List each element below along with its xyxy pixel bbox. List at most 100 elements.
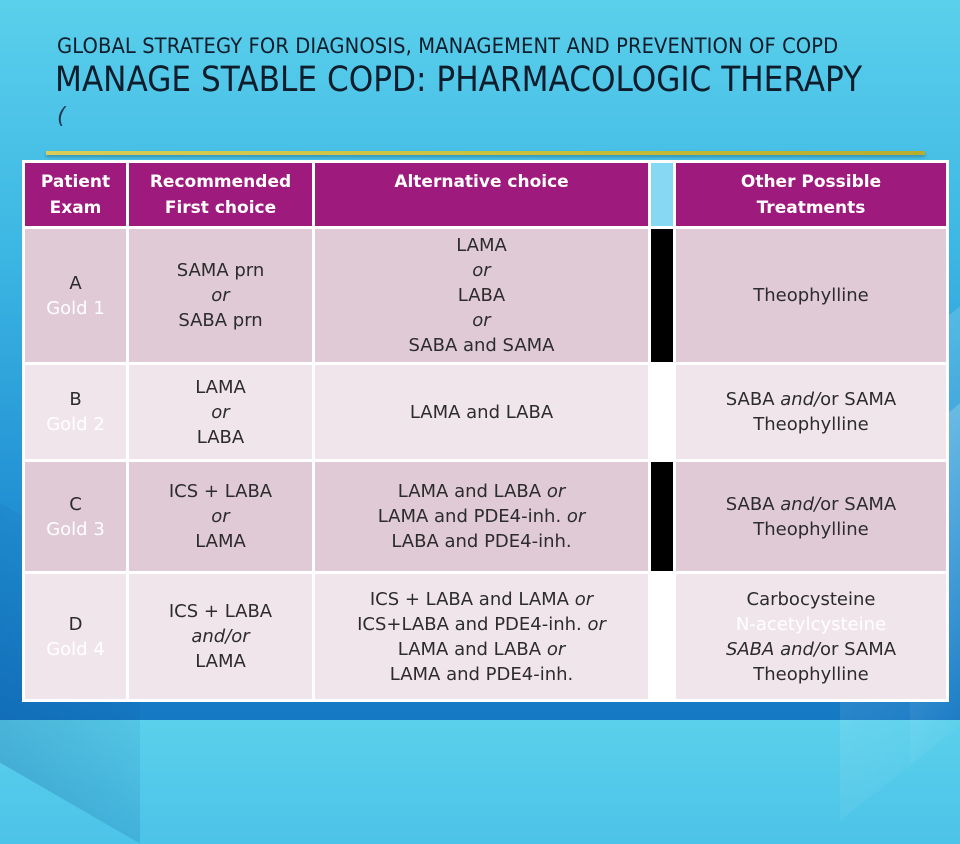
drug-text: ICS + LABA and LAMA (369, 588, 575, 610)
therapy-table: Patient Exam Recommended First choice Al… (22, 160, 949, 702)
drug-text: LAMA (195, 651, 246, 672)
drug-text: LAMA and PDE4-inh. (389, 663, 574, 685)
patient-group-cell: C Gold 3 (22, 459, 129, 574)
drug-text: Theophylline (753, 285, 869, 306)
header-alternative-choice: Alternative choice (312, 160, 651, 229)
connector-text: and/ (780, 389, 821, 410)
gap-cell (648, 362, 676, 462)
drug-text: ICS+LABA and PDE4-inh. (357, 613, 588, 635)
slide-title: MANAGE STABLE COPD: PHARMACOLOGIC THERAP… (55, 60, 863, 100)
other-treatments-cell: Carbocysteine N-acetylcysteine SABA and/… (673, 571, 949, 702)
alternative-cell: LAMA and LABA or LAMA and PDE4-inh. or L… (312, 459, 651, 574)
therapy-table-grid: Patient Exam Recommended First choice Al… (22, 160, 949, 702)
connector-text: and/ (780, 638, 820, 660)
gap-cell (648, 571, 676, 702)
drug-text: LABA (457, 285, 506, 306)
alternative-cell: LAMA and LABA (312, 362, 651, 462)
first-choice-cell: LAMA or LABA (126, 362, 315, 462)
connector-text: or (546, 481, 566, 502)
drug-text: LAMA and LABA (397, 638, 547, 660)
drug-line: LAMA and LABA or (319, 637, 644, 662)
title-underline (46, 151, 925, 155)
header-gap (648, 160, 676, 229)
drug-text: LABA and PDE4-inh. (391, 531, 572, 552)
header-other-treatments: Other Possible Treatments (673, 160, 949, 229)
gap-cell (648, 226, 676, 365)
other-treatments-cell: SABA and/or SAMA Theophylline (673, 362, 949, 462)
other-treatments-cell: SABA and/or SAMA Theophylline (673, 459, 949, 574)
drug-line: LAMA and LABA or (319, 479, 644, 504)
patient-group-cell: D Gold 4 (22, 571, 129, 702)
drug-text: or SAMA (820, 389, 897, 410)
drug-text: LAMA and LABA (409, 401, 554, 423)
first-choice-cell: ICS + LABA and/or LAMA (126, 571, 315, 702)
group-letter: D (68, 613, 83, 635)
alternative-cell: ICS + LABA and LAMA or ICS+LABA and PDE4… (312, 571, 651, 702)
first-choice-cell: ICS + LABA or LAMA (126, 459, 315, 574)
drug-text: LABA (196, 426, 245, 448)
gold-stage: Gold 2 (46, 414, 105, 435)
drug-line: SABA and/or SAMA (680, 387, 942, 412)
drug-text: LAMA and PDE4-inh. (377, 506, 567, 527)
connector-text: or (472, 260, 491, 281)
connector-text: or (587, 613, 606, 635)
drug-text: Theophylline (753, 663, 869, 685)
slide-subtitle: GLOBAL STRATEGY FOR DIAGNOSIS, MANAGEMEN… (57, 34, 839, 58)
header-text: Exam (49, 197, 102, 218)
patient-group-cell: B Gold 2 (22, 362, 129, 462)
table-row-c: C Gold 3 ICS + LABA or LAMA LAMA and LAB… (22, 459, 949, 574)
drug-text: Carbocysteine (746, 588, 876, 610)
table-row-d: D Gold 4 ICS + LABA and/or LAMA ICS + LA… (22, 571, 949, 702)
drug-text: SABA (725, 493, 781, 515)
connector-text: or (211, 285, 230, 306)
drug-text: LAMA (195, 376, 246, 398)
first-choice-cell: SAMA prn or SABA prn (126, 226, 315, 365)
gold-stage: Gold 4 (46, 638, 105, 660)
drug-line: SABA and/or SAMA (680, 637, 942, 662)
header-text: Patient (40, 171, 111, 192)
stray-parenthesis: ( (57, 104, 66, 129)
connector-text: and/or (191, 626, 250, 647)
connector-text: or (566, 506, 586, 527)
drug-text-faded: N-acetylcysteine (735, 613, 887, 635)
drug-text: Theophylline (753, 518, 869, 540)
group-letter: B (69, 389, 82, 410)
drug-line: LAMA and PDE4-inh. or (319, 504, 644, 529)
connector-text: or (574, 588, 594, 610)
drug-text: or SAMA (820, 638, 897, 660)
drug-text: LAMA and LABA (397, 481, 547, 502)
gold-stage: Gold 1 (46, 297, 105, 319)
drug-text: Theophylline (753, 414, 869, 435)
header-text: Treatments (756, 197, 866, 218)
header-text: Recommended (149, 171, 292, 192)
header-text: Other Possible (740, 171, 882, 192)
table-header-row: Patient Exam Recommended First choice Al… (22, 160, 949, 229)
drug-text: SAMA prn (176, 260, 265, 281)
connector-text: or (211, 401, 230, 423)
gap-cell (648, 459, 676, 574)
drug-line: SABA and/or SAMA (680, 492, 942, 517)
drug-text: LAMA (456, 235, 507, 256)
other-treatments-cell: Theophylline (673, 226, 949, 365)
connector-text: or (546, 638, 566, 660)
header-first-choice: Recommended First choice (126, 160, 315, 229)
drug-text: ICS + LABA (168, 481, 273, 502)
group-letter: A (69, 272, 82, 294)
alternative-cell: LAMA or LABA or SABA and SAMA (312, 226, 651, 365)
header-patient-exam: Patient Exam (22, 160, 129, 229)
group-letter: C (69, 493, 82, 515)
drug-line: ICS+LABA and PDE4-inh. or (319, 612, 644, 637)
drug-text: SABA and SAMA (408, 335, 555, 356)
drug-text: SABA prn (178, 310, 263, 331)
drug-text: LAMA (195, 531, 246, 552)
connector-text: and/ (780, 493, 821, 515)
drug-line: ICS + LABA and LAMA or (319, 587, 644, 612)
drug-text: or SAMA (820, 493, 897, 515)
connector-text: or (472, 310, 491, 331)
gold-stage: Gold 3 (46, 518, 105, 540)
header-text: First choice (164, 197, 277, 218)
table-row-a: A Gold 1 SAMA prn or SABA prn LAMA or LA… (22, 226, 949, 365)
drug-text: SABA (725, 638, 781, 660)
table-row-b: B Gold 2 LAMA or LABA LAMA and LABA SABA… (22, 362, 949, 462)
drug-text: ICS + LABA (168, 601, 273, 622)
